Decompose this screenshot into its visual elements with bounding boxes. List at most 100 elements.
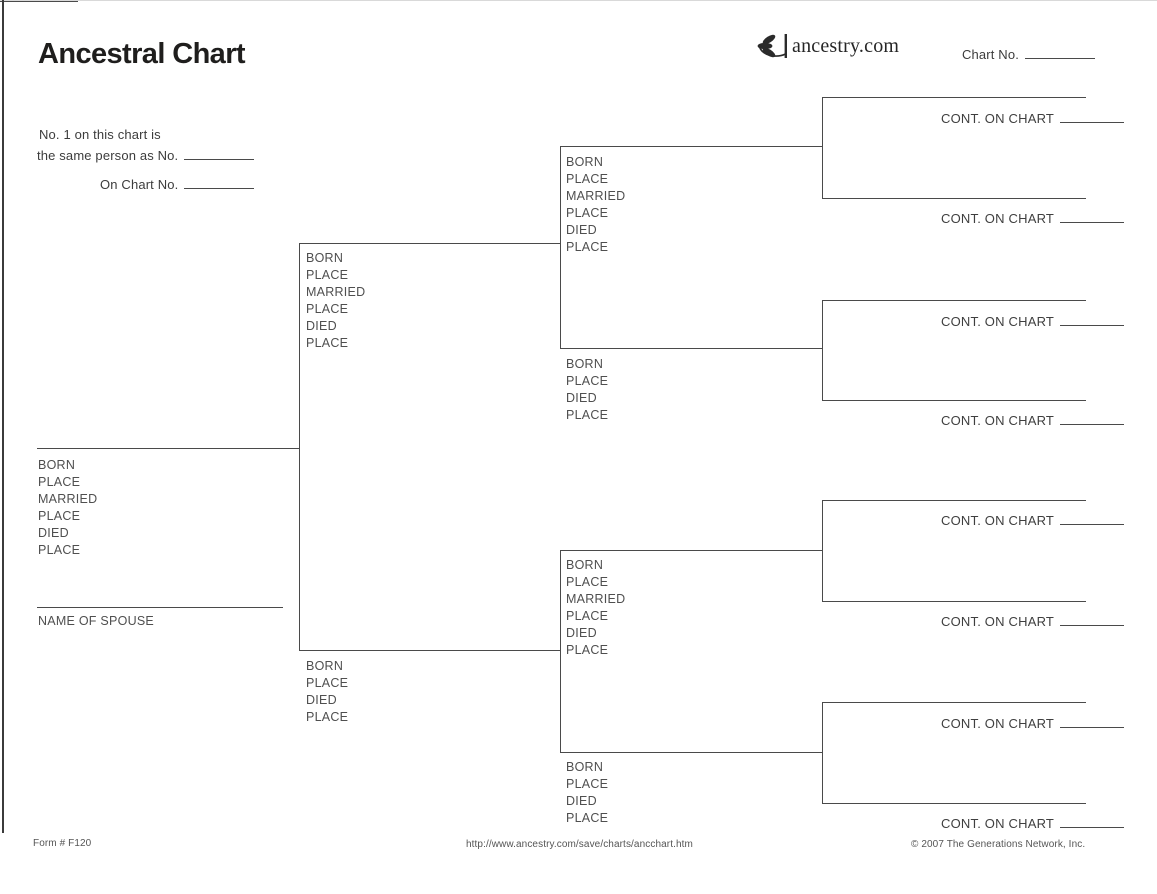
field-label: BORN — [566, 155, 604, 169]
info-line-2: the same person as No. — [37, 147, 255, 163]
cont-on-chart-label-3: CONT. ON CHART — [941, 313, 1125, 329]
field-label: PLACE — [306, 709, 349, 724]
great-grandparent-line-2 — [822, 198, 1086, 200]
blank-line — [1060, 512, 1125, 525]
blank-line — [1060, 613, 1125, 626]
connector-parents — [299, 243, 301, 651]
field-label: PLACE — [306, 675, 349, 690]
blank-line — [1024, 46, 1095, 59]
connector-great-grandparents-2 — [822, 300, 824, 401]
field-label: PLACE — [566, 574, 609, 589]
father-line — [300, 243, 561, 245]
field-label: MARRIED — [566, 591, 626, 606]
field-label: PLACE — [38, 542, 81, 557]
field-label: PLACE — [566, 642, 609, 657]
blank-line — [1060, 412, 1125, 425]
connector-maternal-grandparents — [560, 550, 562, 753]
field-label: BORN — [306, 659, 344, 673]
blank-line — [1060, 815, 1125, 828]
field-label: PLACE — [38, 508, 81, 523]
field-label: PLACE — [38, 474, 81, 489]
field-label: MARRIED — [306, 284, 366, 299]
field-label: BORN — [38, 458, 76, 472]
great-grandparent-line-5 — [822, 500, 1086, 502]
great-grandparent-line-6 — [822, 601, 1086, 603]
grandmother-maternal-field-labels: BORN PLACE DIED PLACE — [566, 759, 608, 827]
field-label: DIED — [306, 692, 337, 707]
field-label: BORN — [566, 760, 604, 774]
great-grandparent-line-1 — [822, 97, 1086, 99]
field-label: DIED — [566, 625, 597, 640]
field-label: DIED — [38, 525, 69, 540]
field-label: DIED — [566, 390, 597, 405]
grandfather-paternal-field-labels: BORN PLACE MARRIED PLACE DIED PLACE — [566, 154, 625, 255]
cont-on-chart-label-4: CONT. ON CHART — [941, 412, 1125, 428]
chart-no-field: Chart No. — [962, 46, 1095, 62]
field-label: MARRIED — [38, 491, 98, 506]
cont-on-chart-label-6: CONT. ON CHART — [941, 613, 1125, 629]
connector-great-grandparents-3 — [822, 500, 824, 602]
field-label: PLACE — [566, 205, 609, 220]
page-edge-top — [0, 0, 1157, 1]
cont-on-chart-label-1: CONT. ON CHART — [941, 110, 1125, 126]
info-line-1: No. 1 on this chart is — [39, 127, 161, 142]
field-label: DIED — [566, 793, 597, 808]
chart-no-label: Chart No. — [962, 47, 1019, 62]
mother-line — [300, 650, 561, 652]
field-label: MARRIED — [566, 188, 626, 203]
field-label: PLACE — [566, 373, 609, 388]
blank-line — [1060, 110, 1125, 123]
grandfather-maternal-field-labels: BORN PLACE MARRIED PLACE DIED PLACE — [566, 557, 625, 658]
field-label: PLACE — [306, 335, 349, 350]
field-label: PLACE — [566, 776, 609, 791]
blank-line — [1060, 210, 1125, 223]
field-label: BORN — [566, 558, 604, 572]
ancestry-logo-text: ancestry.com — [792, 34, 900, 57]
great-grandparent-line-8 — [822, 803, 1086, 805]
form-number: Form # F120 — [33, 838, 92, 849]
field-label: PLACE — [566, 171, 609, 186]
grandfather-paternal-line — [560, 146, 823, 148]
field-label: PLACE — [566, 810, 609, 825]
person-1-line — [37, 448, 300, 450]
connector-great-grandparents-4 — [822, 702, 824, 804]
cont-on-chart-label-8: CONT. ON CHART — [941, 815, 1125, 831]
field-label: PLACE — [566, 239, 609, 254]
connector-paternal-grandparents — [560, 146, 562, 349]
field-label: PLACE — [566, 407, 609, 422]
field-label: PLACE — [566, 608, 609, 623]
cont-on-chart-label-2: CONT. ON CHART — [941, 210, 1125, 226]
blank-line — [184, 147, 255, 160]
grandmother-paternal-line — [560, 348, 823, 350]
leaf-icon — [757, 34, 787, 58]
spouse-line — [37, 607, 283, 609]
footer-url: http://www.ancestry.com/save/charts/ancc… — [466, 839, 693, 850]
field-label: PLACE — [306, 301, 349, 316]
grandfather-maternal-line — [560, 550, 823, 552]
cont-on-chart-label-5: CONT. ON CHART — [941, 512, 1125, 528]
field-label: DIED — [306, 318, 337, 333]
page-edge-top-corner — [0, 1, 78, 3]
great-grandparent-line-7 — [822, 702, 1086, 704]
blank-line — [1060, 313, 1125, 326]
page-title: Ancestral Chart — [38, 38, 246, 70]
grandmother-maternal-line — [560, 752, 823, 754]
field-label: BORN — [566, 357, 604, 371]
footer-copyright: © 2007 The Generations Network, Inc. — [911, 839, 1086, 850]
blank-line — [184, 176, 255, 189]
cont-on-chart-label-7: CONT. ON CHART — [941, 715, 1125, 731]
spouse-field-label: NAME OF SPOUSE — [38, 614, 155, 628]
great-grandparent-line-3 — [822, 300, 1086, 302]
connector-great-grandparents-1 — [822, 97, 824, 199]
grandmother-paternal-field-labels: BORN PLACE DIED PLACE — [566, 356, 608, 424]
ancestry-logo: ancestry.com — [756, 31, 899, 61]
blank-line — [1060, 715, 1125, 728]
mother-field-labels: BORN PLACE DIED PLACE — [306, 658, 348, 726]
field-label: DIED — [566, 222, 597, 237]
field-label: PLACE — [306, 267, 349, 282]
person-1-field-labels: BORN PLACE MARRIED PLACE DIED PLACE — [38, 457, 97, 558]
page-edge-left — [2, 0, 4, 833]
great-grandparent-line-4 — [822, 400, 1086, 402]
